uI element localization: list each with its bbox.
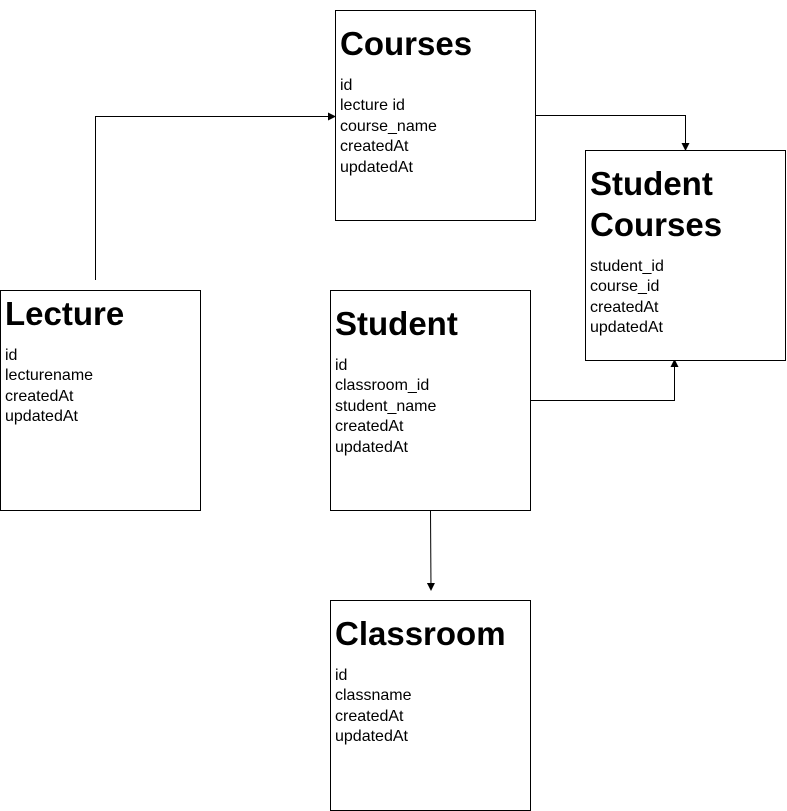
- field-id: id: [335, 357, 348, 374]
- field-updated-at: updatedAt: [335, 438, 408, 456]
- student-title: Student: [335, 305, 458, 342]
- field-student-id: student_id: [590, 258, 664, 275]
- field-created-at: createdAt: [590, 298, 659, 316]
- field-created-at: createdAt: [335, 707, 404, 725]
- courses-title: Courses: [340, 25, 473, 62]
- courses-entity[interactable]: Courses id lecture id course_name create…: [335, 10, 536, 221]
- field-course-name: course_name: [340, 117, 437, 135]
- field-classname: classname: [335, 687, 412, 705]
- edge-lecture-to-courses: [95, 112, 336, 280]
- lecture-title: Lecture: [5, 295, 125, 332]
- field-updated-at: updatedAt: [590, 319, 663, 337]
- field-created-at: createdAt: [340, 138, 409, 156]
- edge-courses-to-student-courses: [536, 115, 690, 151]
- student-courses-title-line2: Courses: [590, 206, 723, 243]
- field-lecture-id: lecture id: [340, 97, 405, 115]
- field-updated-at: updatedAt: [5, 408, 78, 426]
- student-entity[interactable]: Student id classroom_id student_name cre…: [330, 290, 531, 511]
- field-id: id: [335, 667, 348, 684]
- field-course-id: course_id: [590, 278, 660, 296]
- student-courses-title: Student Courses: [586, 151, 785, 245]
- lecture-field-list: id lecturename createdAt updatedAt: [1, 334, 200, 428]
- edge-student-to-classroom: [426, 510, 435, 591]
- lecture-entity[interactable]: Lecture id lecturename createdAt updated…: [0, 290, 201, 511]
- field-updated-at: updatedAt: [335, 728, 408, 746]
- field-updated-at: updatedAt: [340, 158, 413, 176]
- student-field-list: id classroom_id student_name createdAt u…: [331, 344, 530, 458]
- student-courses-field-list: student_id course_id createdAt updatedAt: [586, 245, 785, 339]
- field-created-at: createdAt: [335, 418, 404, 436]
- classroom-title: Classroom: [335, 615, 506, 652]
- student-courses-title-line1: Student: [590, 165, 713, 202]
- field-classroom-id: classroom_id: [335, 377, 430, 395]
- classroom-field-list: id classname createdAt updatedAt: [331, 654, 530, 748]
- classroom-entity[interactable]: Classroom id classname createdAt updated…: [330, 600, 531, 811]
- field-id: id: [340, 77, 353, 94]
- student-courses-entity[interactable]: Student Courses student_id course_id cre…: [585, 150, 786, 361]
- field-student-name: student_name: [335, 397, 437, 415]
- edge-student-to-student-courses: [531, 359, 679, 401]
- field-id: id: [5, 347, 18, 364]
- field-created-at: createdAt: [5, 387, 74, 405]
- courses-field-list: id lecture id course_name createdAt upda…: [336, 64, 535, 178]
- field-lecturename: lecturename: [5, 367, 94, 385]
